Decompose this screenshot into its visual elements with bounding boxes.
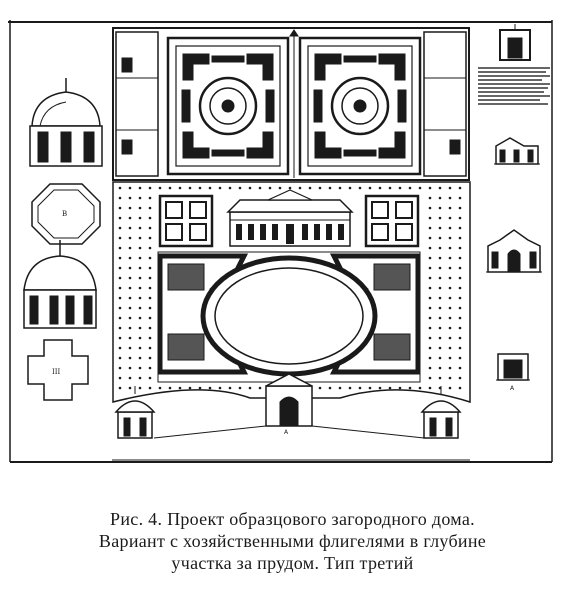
architectural-plan-figure: A B bbox=[8, 20, 553, 463]
right-pavilion bbox=[311, 386, 462, 439]
svg-text:A: A bbox=[284, 429, 289, 436]
sheet-frame bbox=[8, 20, 553, 463]
main-house-elevation bbox=[226, 189, 354, 247]
left-pavilion-studies: B III bbox=[23, 78, 103, 401]
left-pavilion bbox=[114, 386, 267, 439]
caption-line-1: Рис. 4. Проект образцового загородного д… bbox=[110, 509, 475, 529]
lower-garden-grove: A bbox=[112, 181, 471, 439]
plate-label-a: A bbox=[510, 385, 515, 392]
upper-garden-parterre bbox=[112, 27, 470, 181]
illegible-explanatory-text bbox=[478, 67, 550, 105]
caption-line-2: Вариант с хозяйственными флигелями в глу… bbox=[98, 531, 487, 551]
entrance-gate: A bbox=[265, 373, 313, 436]
figure-caption: Рис. 4. Проект образцового загородного д… bbox=[0, 508, 585, 574]
right-elevation-studies: A bbox=[478, 24, 550, 392]
plate-label-iii: III bbox=[52, 368, 61, 376]
caption-line-3: участка за прудом. Тип третий bbox=[171, 553, 414, 573]
plate-label-b: B bbox=[62, 210, 67, 218]
oval-pond bbox=[200, 255, 378, 377]
